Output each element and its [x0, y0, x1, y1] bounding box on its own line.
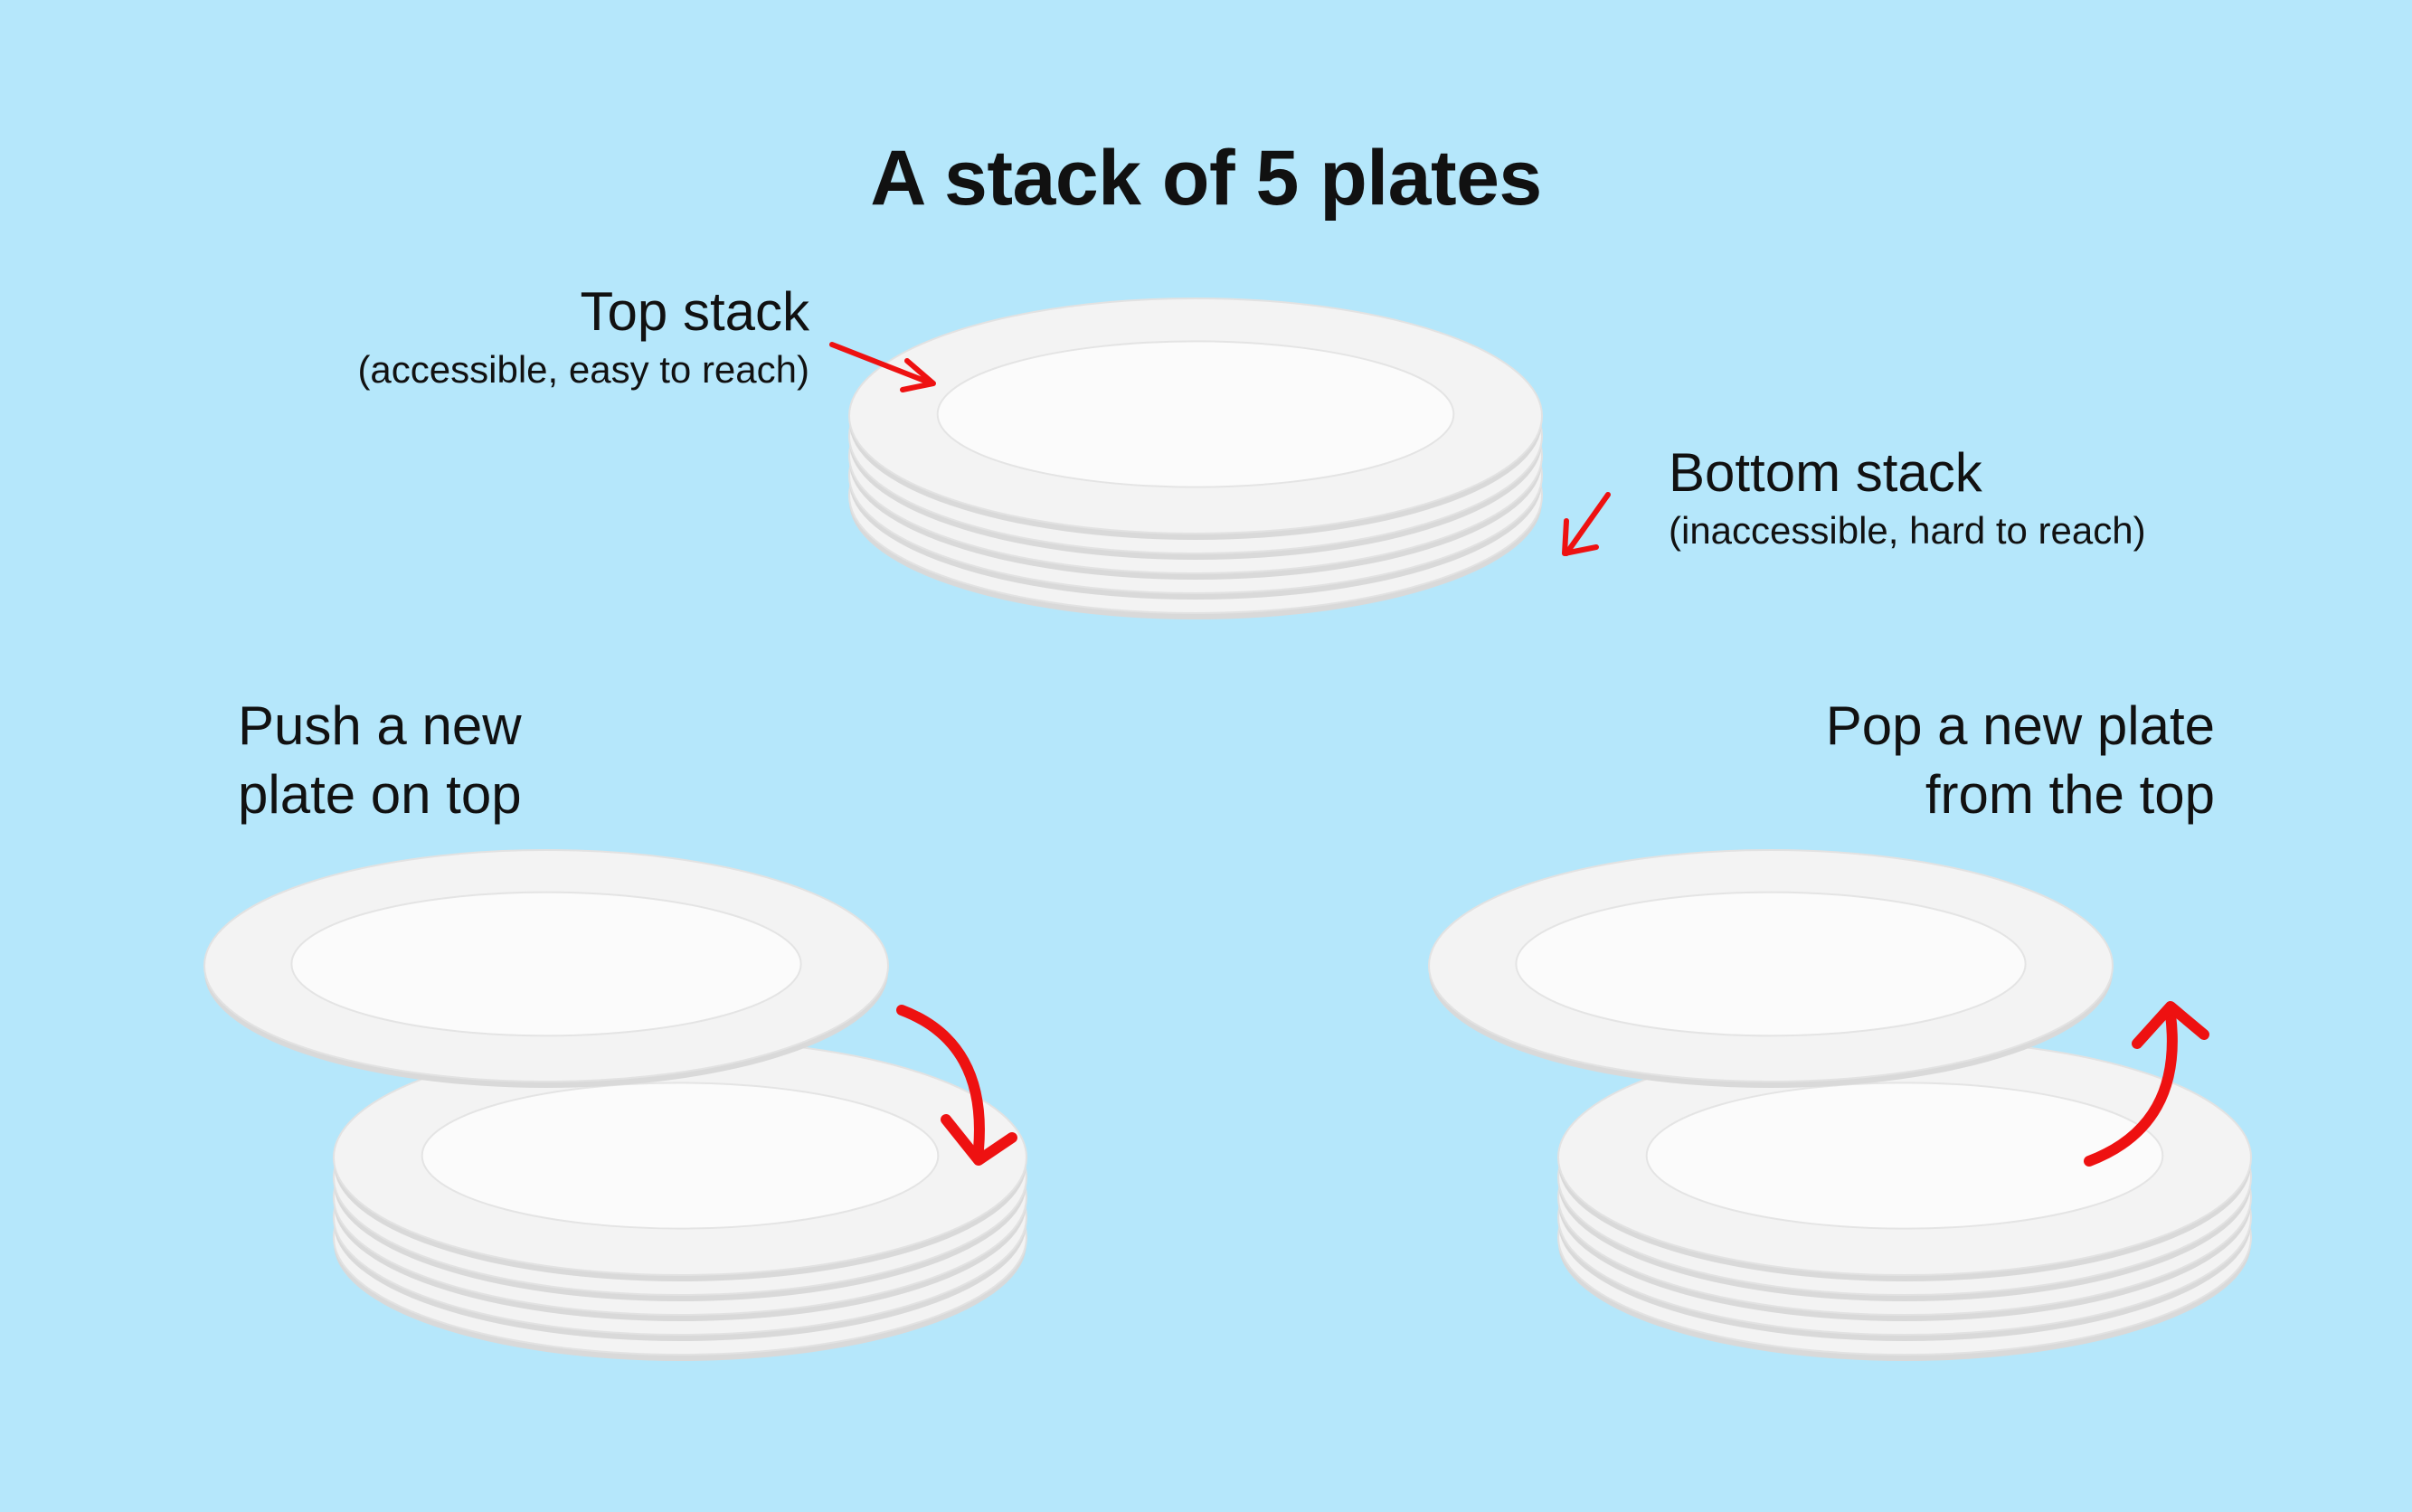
pop-caption-line-1: Pop a new plate [1825, 695, 2215, 756]
top-stack-annotation: Top stack (accessible, easy to reach) [357, 280, 809, 392]
pop-caption: Pop a new plate from the top [1826, 692, 2215, 829]
bottom-stack-title: Bottom stack [1669, 442, 1982, 503]
bottom-stack-annotation: Bottom stack (inaccessible, hard to reac… [1669, 441, 2146, 553]
plate-center [421, 1082, 940, 1230]
top-stack-note: (accessible, easy to reach) [357, 348, 809, 391]
plate-center [936, 340, 1455, 488]
push-new-plate [203, 849, 889, 1088]
push-caption-line-1: Push a new [238, 695, 522, 756]
popped-plate [1428, 849, 2114, 1088]
pop-plate-stack [1557, 1039, 2252, 1361]
pop-arrow-icon [2084, 1001, 2209, 1167]
bottom-stack-arrow [1562, 492, 1611, 556]
top-stack-arrow [829, 342, 936, 392]
pop-caption-line-2: from the top [1925, 764, 2215, 825]
top-stack-title: Top stack [580, 281, 809, 342]
bottom-stack-note: (inaccessible, hard to reach) [1669, 509, 2146, 552]
page-title: A stack of 5 plates [870, 135, 1542, 222]
push-arrow-icon [896, 1005, 1017, 1166]
plate-center [1515, 891, 2027, 1037]
push-caption-line-2: plate on top [238, 764, 522, 825]
push-caption: Push a new plate on top [238, 692, 522, 829]
plate-center [290, 891, 802, 1037]
main-plate-stack [848, 298, 1543, 619]
push-plate-stack [333, 1039, 1027, 1361]
plate-center [1645, 1082, 2164, 1230]
